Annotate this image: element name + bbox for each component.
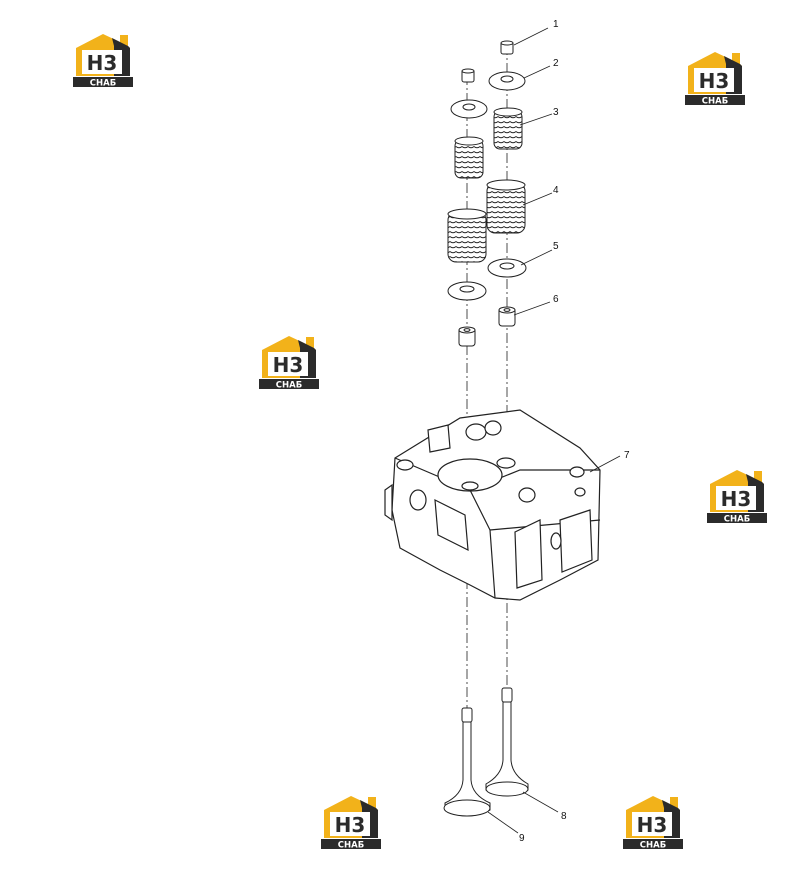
left-valve <box>443 707 491 817</box>
center-axis-lines <box>466 45 508 710</box>
left-spring-retainer <box>450 99 488 119</box>
svg-text:Н3: Н3 <box>335 813 366 837</box>
callout-6: 6 <box>553 294 559 305</box>
leader-lines <box>487 27 621 834</box>
left-valve-seal <box>458 326 476 347</box>
left-valve-keeper <box>461 68 475 83</box>
callout-8: 8 <box>561 811 567 822</box>
svg-text:СНАБ: СНАБ <box>338 841 364 851</box>
callout-5: 5 <box>553 241 559 252</box>
callout-2: 2 <box>553 58 559 69</box>
callout-3: 3 <box>553 107 559 118</box>
left-valve-stack <box>447 68 488 347</box>
callout-7: 7 <box>624 450 630 461</box>
cylinder-head <box>384 409 601 601</box>
right-spring-seat <box>487 258 527 278</box>
right-valve-seal <box>498 306 516 327</box>
left-inner-spring <box>454 136 484 179</box>
left-spring-seat <box>447 281 487 301</box>
left-outer-spring <box>447 208 487 263</box>
right-valve-keeper <box>500 40 514 55</box>
right-inner-spring <box>493 107 523 150</box>
svg-text:Н3: Н3 <box>87 51 118 75</box>
callout-1: 1 <box>553 19 559 30</box>
right-valve-stack <box>486 40 527 327</box>
right-valve <box>485 687 529 797</box>
svg-text:СНАБ: СНАБ <box>276 381 302 391</box>
svg-text:Н3: Н3 <box>721 487 752 511</box>
svg-text:Н3: Н3 <box>273 353 304 377</box>
callout-9: 9 <box>519 833 525 844</box>
callout-labels: 1 2 3 4 5 6 7 8 9 <box>519 19 630 844</box>
svg-text:Н3: Н3 <box>637 813 668 837</box>
svg-text:СНАБ: СНАБ <box>90 79 116 89</box>
right-spring-retainer <box>488 71 526 91</box>
callout-4: 4 <box>553 185 559 196</box>
svg-text:Н3: Н3 <box>699 69 730 93</box>
svg-text:СНАБ: СНАБ <box>702 97 728 107</box>
right-outer-spring <box>486 179 526 234</box>
svg-text:СНАБ: СНАБ <box>640 841 666 851</box>
svg-text:СНАБ: СНАБ <box>724 515 750 525</box>
